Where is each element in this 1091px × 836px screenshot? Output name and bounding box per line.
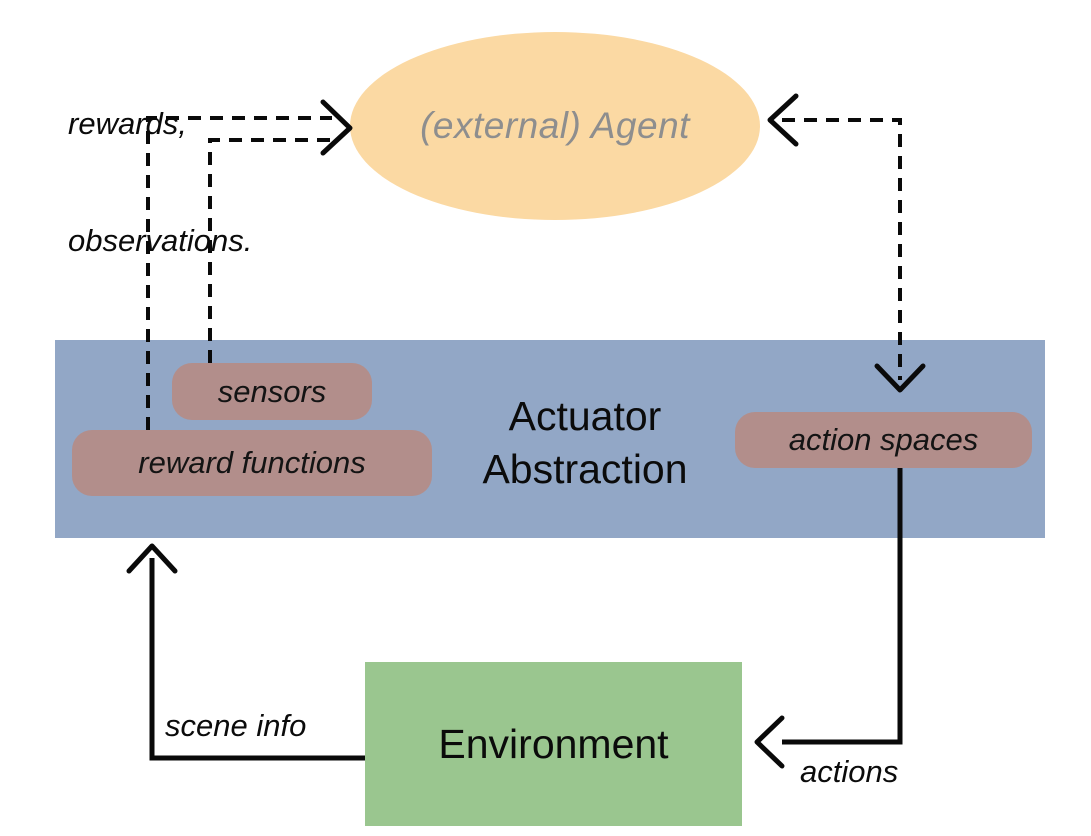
reward-functions-badge: reward functions	[72, 430, 432, 496]
agent-label: (external) Agent	[420, 105, 690, 146]
scene-info-label: scene info	[165, 708, 307, 743]
environment-node: Environment	[365, 662, 742, 826]
rewards-observations-label: rewards, observations.	[68, 26, 252, 338]
actuator-abstraction-title: Actuator Abstraction	[440, 390, 730, 496]
observations-line: observations.	[68, 223, 253, 258]
arrowhead-into-environment	[754, 715, 785, 769]
sensors-badge: sensors	[172, 363, 372, 420]
arrowhead-into-band	[126, 543, 178, 574]
action-spaces-badge-label: action spaces	[788, 422, 979, 457]
agent-node: (external) Agent	[350, 32, 760, 220]
actuator-title-line1: Actuator	[508, 393, 662, 439]
environment-label: Environment	[438, 720, 669, 767]
arrowhead-into-agent-left	[320, 99, 353, 156]
arrowhead-into-agent-right	[767, 93, 799, 147]
action-spaces-badge: action spaces	[735, 412, 1032, 468]
actuator-title-line2: Abstraction	[482, 446, 688, 492]
sensors-badge-label: sensors	[217, 373, 327, 409]
reward-functions-badge-label: reward functions	[138, 445, 366, 480]
rewards-line: rewards,	[68, 106, 187, 141]
actions-label: actions	[800, 754, 899, 789]
